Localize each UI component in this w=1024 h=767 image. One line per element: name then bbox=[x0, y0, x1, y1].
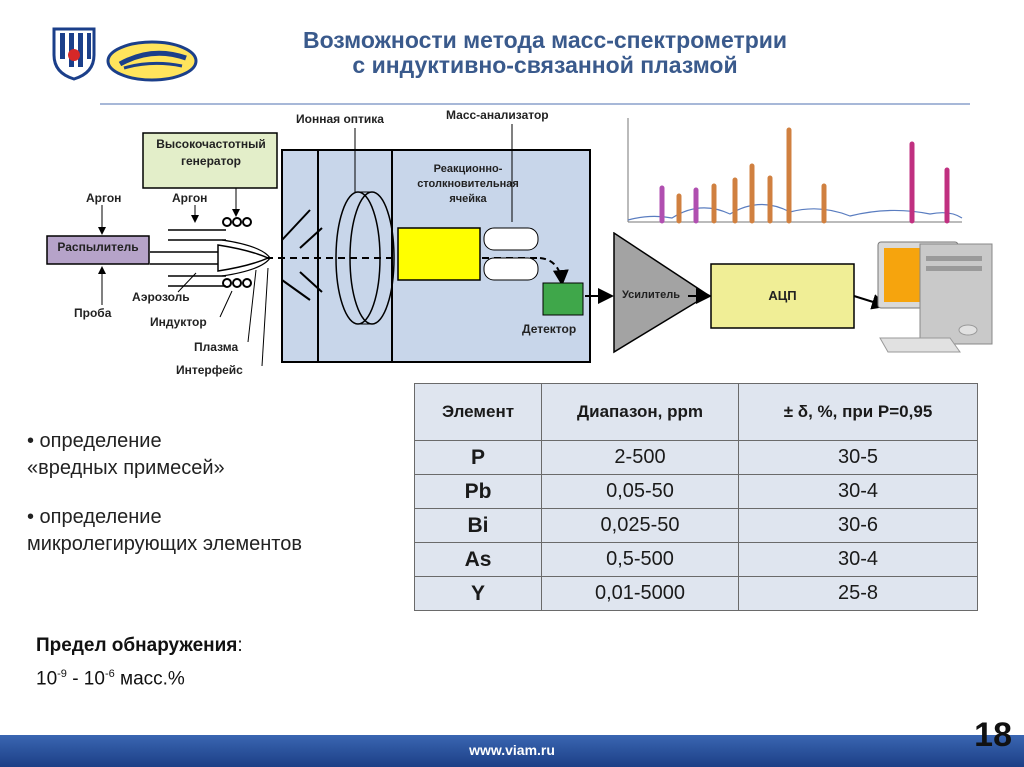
table-header-row: Элемент Диапазон, ppm ± δ, %, при P=0,95 bbox=[414, 383, 978, 441]
adc-box bbox=[710, 263, 855, 329]
table-row: Y 0,01-5000 25-8 bbox=[414, 576, 978, 611]
cell-element: Pb bbox=[414, 474, 542, 509]
cell-element: As bbox=[414, 542, 542, 577]
amplifier-shape bbox=[613, 231, 710, 354]
element-range-table: Элемент Диапазон, ppm ± δ, %, при P=0,95… bbox=[414, 383, 978, 611]
table-row: As 0,5-500 30-4 bbox=[414, 542, 978, 577]
label-detector: Детектор bbox=[522, 322, 577, 336]
cell-line3: ячейка bbox=[449, 193, 487, 205]
detection-limit: Предел обнаружения: 10-9 - 10-6 масс.% bbox=[36, 632, 243, 693]
label-argon-left: Аргон bbox=[86, 191, 122, 205]
col-header-range: Диапазон, ppm bbox=[541, 383, 739, 441]
cell-line1: Реакционно- bbox=[433, 163, 503, 175]
detector-box bbox=[542, 282, 584, 316]
label-ion-optics: Ионная оптика bbox=[296, 112, 384, 126]
table-row: P 2-500 30-5 bbox=[414, 440, 978, 475]
label-sample: Проба bbox=[74, 306, 112, 320]
cell-element: P bbox=[414, 440, 542, 475]
label-nebulizer: Распылитель bbox=[57, 240, 139, 254]
institute-logo bbox=[52, 27, 96, 81]
page-number: 18 bbox=[974, 716, 1012, 754]
detection-limit-colon: : bbox=[237, 635, 243, 656]
cell-uncertainty: 30-6 bbox=[738, 508, 978, 543]
cell-uncertainty: 30-4 bbox=[738, 474, 978, 509]
mass-spectrum-image bbox=[612, 112, 964, 232]
cell-range: 0,5-500 bbox=[541, 542, 739, 577]
footer-bar bbox=[0, 735, 1024, 767]
table-row: Bi 0,025-50 30-6 bbox=[414, 508, 978, 543]
limit-exp-b: -6 bbox=[104, 668, 115, 680]
table-row: Pb 0,05-50 30-4 bbox=[414, 474, 978, 509]
label-reaction-cell: Реакционно- столкновительная ячейка bbox=[398, 162, 538, 207]
label-mass-analyzer: Масс-анализатор bbox=[446, 108, 549, 122]
label-aerosol: Аэрозоль bbox=[132, 290, 190, 304]
hf-generator-line1: Высокочастотный bbox=[156, 137, 266, 151]
bullet-1-line-1: • определение bbox=[27, 430, 162, 452]
limit-base-a: 10 bbox=[36, 668, 58, 690]
cell-range: 0,025-50 bbox=[541, 508, 739, 543]
viam-logo bbox=[106, 40, 198, 82]
cell-uncertainty: 30-5 bbox=[738, 440, 978, 475]
detection-limit-value: 10-9 - 10-6 масс.% bbox=[36, 660, 243, 693]
title-line-1: Возможности метода масс-спектрометрии bbox=[302, 27, 788, 53]
bullet-item-harmful-impurities: • определение «вредных примесей» bbox=[27, 428, 407, 482]
cell-range: 0,05-50 bbox=[541, 474, 739, 509]
detection-limit-heading: Предел обнаружения bbox=[36, 635, 238, 656]
bullet-2-line-1: • определение bbox=[27, 506, 162, 528]
cell-uncertainty: 25-8 bbox=[738, 576, 978, 611]
cell-range: 0,01-5000 bbox=[541, 576, 739, 611]
title-divider bbox=[100, 103, 970, 105]
label-interface: Интерфейс bbox=[176, 363, 243, 377]
bullet-1-line-2: «вредных примесей» bbox=[27, 457, 225, 479]
footer-url[interactable]: www.viam.ru bbox=[469, 742, 555, 758]
limit-base-b: - 10 bbox=[66, 668, 105, 690]
computer-icon bbox=[877, 241, 993, 353]
hf-generator bbox=[142, 132, 278, 189]
label-plasma: Плазма bbox=[194, 340, 239, 354]
label-amplifier: Усилитель bbox=[622, 289, 681, 301]
cell-uncertainty: 30-4 bbox=[738, 542, 978, 577]
reaction-cell bbox=[397, 227, 481, 281]
bullet-item-microalloying: • определение микролегирующих элементов bbox=[27, 504, 407, 558]
bullet-2-line-2: микролегирующих элементов bbox=[27, 533, 302, 555]
title-line-2: с индуктивно-связанной плазмой bbox=[352, 52, 738, 78]
label-argon-right: Аргон bbox=[172, 191, 208, 205]
col-header-uncertainty: ± δ, %, при P=0,95 bbox=[738, 383, 978, 441]
cell-element: Y bbox=[414, 576, 542, 611]
limit-unit: масс.% bbox=[114, 668, 185, 690]
label-inductor: Индуктор bbox=[150, 315, 207, 329]
nebulizer-box bbox=[46, 235, 150, 265]
col-header-element: Элемент bbox=[414, 383, 542, 441]
limit-exp-a: -9 bbox=[57, 668, 67, 680]
label-hf-generator: Высокочастотный генератор bbox=[145, 136, 277, 170]
label-adc: АЦП bbox=[768, 288, 797, 303]
cell-element: Bi bbox=[414, 508, 542, 543]
icp-ms-diagram bbox=[46, 112, 993, 367]
slide-title: Возможности метода масс-спектрометрии с … bbox=[200, 28, 890, 78]
bullet-list: • определение «вредных примесей» • опред… bbox=[27, 428, 407, 580]
hf-generator-line2: генератор bbox=[181, 154, 241, 168]
cell-line2: столкновительная bbox=[417, 178, 519, 190]
cell-range: 2-500 bbox=[541, 440, 739, 475]
